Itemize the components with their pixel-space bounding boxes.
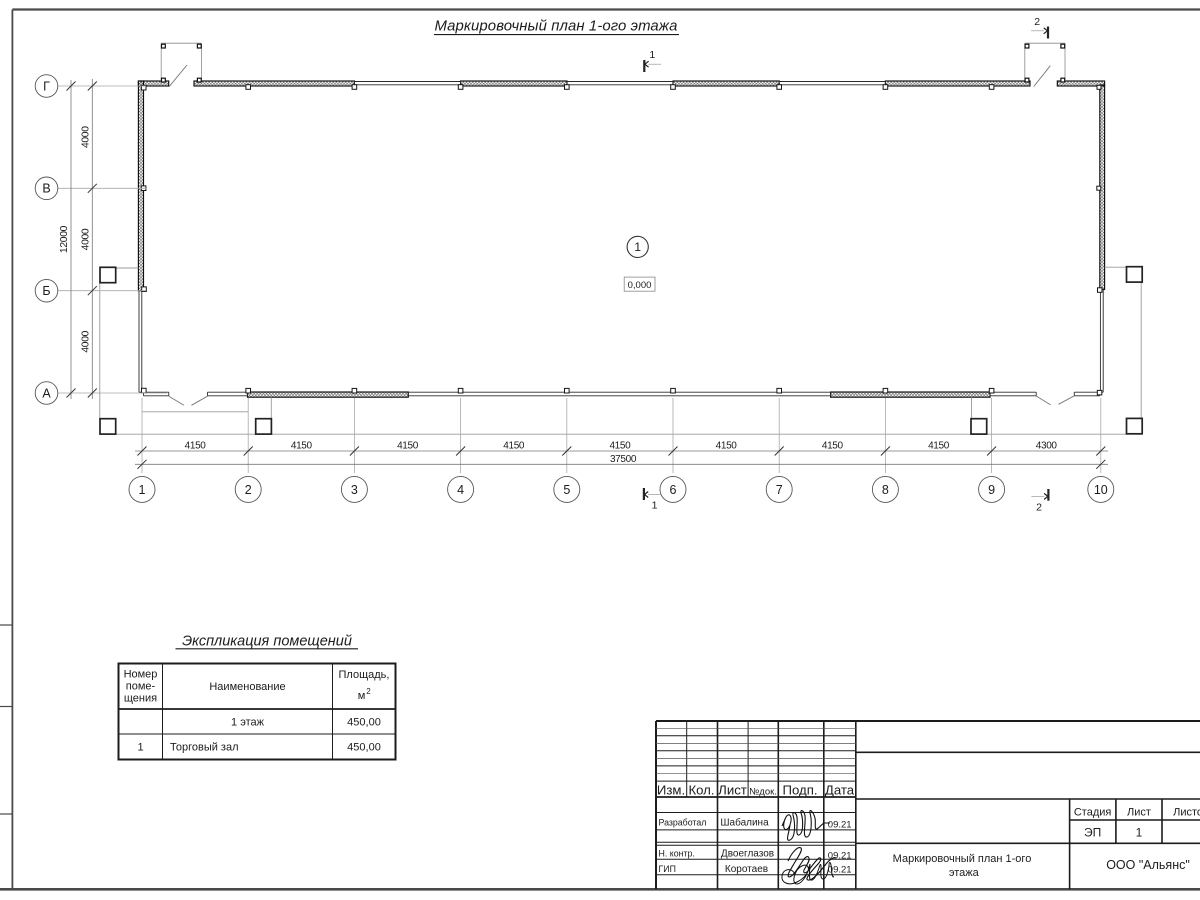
svg-text:450,00: 450,00 [347, 717, 381, 729]
svg-text:Лист: Лист [718, 783, 747, 798]
svg-text:09.21: 09.21 [828, 865, 852, 876]
svg-text:Кол.: Кол. [688, 783, 714, 798]
svg-text:Н. контр.: Н. контр. [659, 848, 695, 858]
svg-text:Наименование: Наименование [209, 681, 285, 693]
svg-text:этажа: этажа [949, 867, 980, 879]
svg-text:10: 10 [1094, 483, 1108, 497]
svg-text:4: 4 [457, 483, 464, 497]
svg-text:Номер: Номер [124, 669, 158, 681]
svg-text:4150: 4150 [822, 441, 844, 452]
svg-text:4300: 4300 [1036, 441, 1058, 452]
svg-text:В: В [42, 182, 50, 196]
svg-text:2: 2 [1034, 16, 1040, 28]
svg-text:1: 1 [1136, 826, 1143, 840]
svg-text:А: А [42, 386, 51, 400]
svg-text:№док.: №док. [749, 787, 777, 798]
svg-text:4000: 4000 [81, 330, 92, 352]
svg-text:450,00: 450,00 [347, 741, 381, 753]
svg-text:1 этаж: 1 этаж [231, 717, 265, 729]
svg-text:1: 1 [649, 49, 655, 61]
svg-text:7: 7 [776, 483, 783, 497]
svg-text:09.21: 09.21 [828, 851, 852, 862]
svg-text:6: 6 [670, 483, 677, 497]
svg-text:12000: 12000 [59, 225, 70, 253]
svg-text:4150: 4150 [716, 441, 738, 452]
svg-text:4150: 4150 [928, 441, 950, 452]
svg-text:0,000: 0,000 [628, 280, 652, 291]
svg-text:4150: 4150 [185, 441, 207, 452]
svg-text:2: 2 [366, 687, 371, 696]
svg-text:Листов: Листов [1173, 807, 1200, 819]
svg-text:2: 2 [245, 483, 252, 497]
svg-text:поме-: поме- [126, 681, 156, 693]
svg-text:3: 3 [351, 483, 358, 497]
svg-text:Лист: Лист [1127, 807, 1151, 819]
svg-text:09.21: 09.21 [828, 819, 852, 830]
svg-text:1: 1 [652, 500, 658, 512]
svg-text:8: 8 [882, 483, 889, 497]
svg-text:Экспликация помещений: Экспликация помещений [182, 634, 352, 650]
svg-text:Дата: Дата [825, 783, 855, 798]
svg-text:Г: Г [43, 79, 50, 93]
svg-text:1: 1 [139, 483, 146, 497]
svg-text:4150: 4150 [503, 441, 525, 452]
svg-text:Торговый зал: Торговый зал [170, 741, 239, 753]
svg-text:Изм.: Изм. [657, 783, 685, 798]
svg-text:4150: 4150 [609, 441, 631, 452]
svg-text:Разработал: Разработал [659, 817, 707, 827]
svg-text:Маркировочный план 1-ого этажа: Маркировочный план 1-ого этажа [434, 19, 677, 35]
svg-text:4000: 4000 [81, 228, 92, 250]
svg-text:щения: щения [124, 693, 157, 705]
svg-text:Маркировочный план 1-ого: Маркировочный план 1-ого [893, 853, 1032, 865]
svg-text:Б: Б [42, 284, 50, 298]
svg-text:Площадь,: Площадь, [339, 669, 390, 681]
svg-text:2: 2 [1036, 501, 1042, 513]
svg-text:ГИП: ГИП [659, 864, 676, 874]
svg-text:4000: 4000 [81, 126, 92, 148]
svg-text:9: 9 [988, 483, 995, 497]
svg-text:ООО "Альянс": ООО "Альянс" [1106, 858, 1190, 872]
svg-text:Стадия: Стадия [1074, 807, 1112, 819]
svg-text:Подп.: Подп. [782, 783, 817, 798]
svg-text:Коротаев: Коротаев [725, 864, 768, 875]
svg-text:4150: 4150 [397, 441, 419, 452]
svg-text:Шабалина: Шабалина [720, 816, 769, 828]
svg-text:ЭП: ЭП [1084, 826, 1101, 840]
svg-text:5: 5 [563, 483, 570, 497]
svg-text:Двоеглазов: Двоеглазов [721, 848, 774, 859]
svg-text:1: 1 [137, 741, 143, 753]
svg-text:4150: 4150 [291, 441, 313, 452]
svg-text:м: м [358, 690, 366, 702]
svg-text:37500: 37500 [610, 454, 637, 465]
svg-text:1: 1 [634, 240, 641, 254]
